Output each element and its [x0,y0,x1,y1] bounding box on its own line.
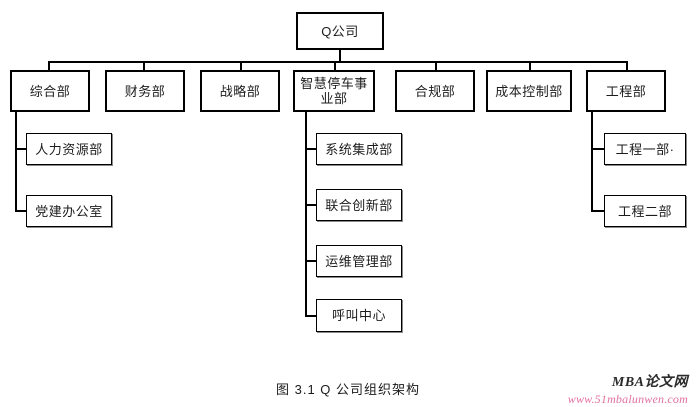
connector-general-affairs-to-hr [15,148,27,150]
node-label: 工程二部 [617,203,672,219]
node-label: 工程一部· [615,141,675,157]
connector-drop-finance [143,61,145,71]
connector-smart-parking-to-operations [305,260,317,262]
node-party-building-office: 党建办公室 [26,195,112,227]
node-smart-parking-division: 智慧停车事 业部 [293,70,375,112]
node-label: 运维管理部 [325,253,393,269]
node-joint-innovation: 联合创新部 [316,189,402,221]
connector-drop-strategy [240,61,242,71]
node-system-integration: 系统集成部 [316,133,402,165]
connector-engineering-to-dept-two [591,210,605,212]
connector-engineering-spine [591,112,593,211]
node-finance: 财务部 [105,70,185,112]
node-compliance: 合规部 [395,70,475,112]
connector-drop-cost-control [529,61,531,71]
connector-drop-smart-parking [334,61,336,71]
node-operations-management: 运维管理部 [316,245,402,277]
connector-root-stem [339,50,341,62]
connector-drop-engineering [626,61,628,71]
node-root-company: Q公司 [296,12,384,50]
node-label: 工程部 [605,83,647,99]
node-label: 综合部 [29,83,71,99]
node-cost-control: 成本控制部 [486,70,572,112]
connector-smart-parking-to-call-center [305,315,317,317]
connector-general-affairs-spine [15,112,17,211]
node-general-affairs: 综合部 [10,70,90,112]
connector-level2-bus [48,61,628,63]
node-engineering: 工程部 [586,70,666,112]
node-label: Q公司 [321,23,359,39]
node-strategy: 战略部 [200,70,280,112]
node-label: 成本控制部 [495,83,563,99]
node-label: 战略部 [219,83,261,99]
node-label: 党建办公室 [35,203,103,219]
watermark-brand: MBA论文网 [611,375,688,390]
node-label: 人力资源部 [35,141,103,157]
connector-smart-parking-to-system-integration [305,148,317,150]
watermark: MBA论文网 www.51mbalunwen.com [508,371,688,407]
node-label: 系统集成部 [325,141,393,157]
connector-engineering-to-dept-one [591,148,605,150]
node-human-resources: 人力资源部 [26,133,112,165]
node-label: 智慧停车事 业部 [300,76,368,106]
connector-general-affairs-to-party-office [15,210,27,212]
connector-smart-parking-spine [305,112,307,316]
node-label: 合规部 [414,83,456,99]
figure-caption: 图 3.1 Q 公司组织架构 [275,382,421,397]
connector-smart-parking-to-joint-innovation [305,204,317,206]
node-label: 联合创新部 [325,197,393,213]
node-engineering-dept-one: 工程一部· [604,133,686,165]
node-label: 财务部 [124,83,166,99]
connector-drop-general-affairs [48,61,50,71]
node-call-center: 呼叫中心 [316,299,402,332]
connector-drop-compliance [435,61,437,71]
watermark-url: www.51mbalunwen.com [567,392,688,406]
node-engineering-dept-two: 工程二部 [604,195,686,227]
node-label: 呼叫中心 [331,308,386,323]
